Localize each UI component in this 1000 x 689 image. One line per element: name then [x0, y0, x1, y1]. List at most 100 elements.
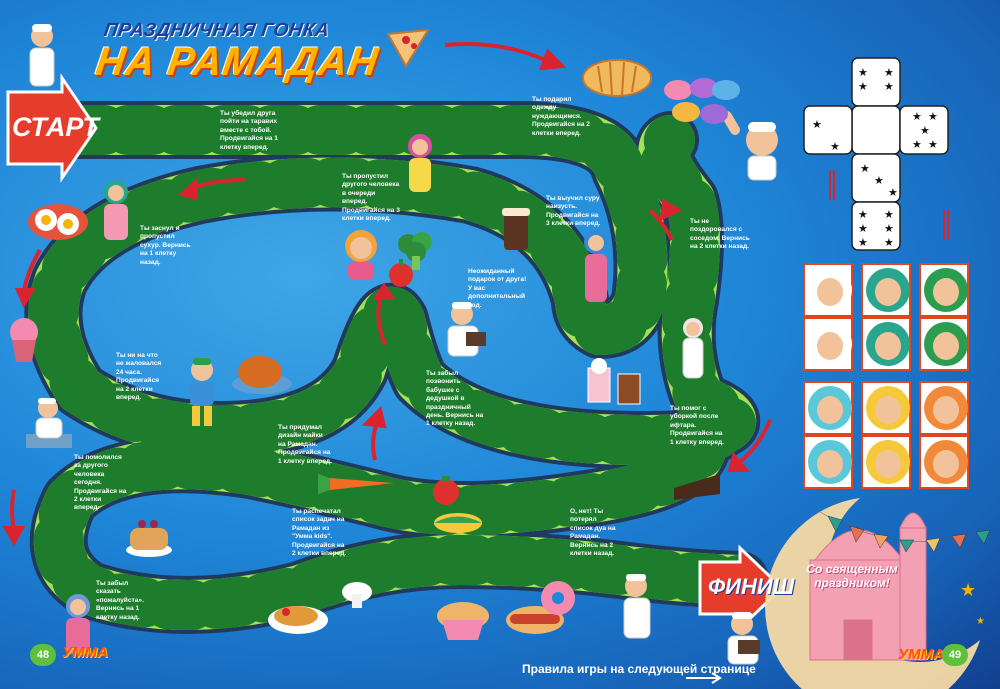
svg-text:★: ★	[960, 580, 976, 601]
cell-instruction: Ты заснул и пропустил сухур. Вернись на …	[140, 225, 191, 266]
card-face-boy-grey-beard	[808, 268, 852, 312]
svg-text:★: ★	[830, 140, 840, 153]
card-face-boy-green-cap	[924, 268, 968, 312]
direction-arrow	[444, 42, 546, 62]
svg-text:★: ★	[884, 222, 894, 235]
card-face-boy-white-cap	[808, 322, 852, 366]
direction-arrow	[376, 299, 387, 346]
page-number-right: 49	[942, 644, 968, 666]
svg-text:★: ★	[884, 80, 894, 93]
boy-character	[182, 356, 222, 433]
cell-instruction: Ты распечатал список задач на Рамадан из…	[292, 508, 347, 558]
cell-instruction: Ты забыл позвонить бабушке с дедушкой в …	[426, 370, 484, 428]
fish-dish-icon	[266, 596, 330, 641]
svg-text:★: ★	[812, 118, 822, 131]
svg-text:★: ★	[912, 138, 922, 151]
dice-net	[803, 57, 949, 251]
dice-stars: ★★ ★★ . ★★ ★★ ★★★ ★★★ ★★ ★★ ★★	[812, 66, 938, 249]
girl-character	[678, 316, 708, 387]
card-face-girl-yellow-hijab	[866, 386, 910, 430]
svg-text:★: ★	[976, 616, 985, 627]
svg-text:★: ★	[920, 124, 930, 137]
pie-icon	[434, 600, 492, 647]
svg-text:★: ★	[884, 236, 894, 249]
corn-icon	[430, 508, 486, 543]
hotdog-icon	[504, 598, 566, 645]
direction-arrow	[648, 208, 674, 241]
card-face-girl-teal-hijab-2	[808, 440, 852, 484]
title-line2: НА РАМАДАН	[92, 40, 382, 84]
cell-instruction: Ты помог с уборкой после ифтара. Продвиг…	[670, 405, 725, 446]
svg-text:★: ★	[928, 110, 938, 123]
cell-instruction: Ты помолился за другого человека сегодня…	[74, 454, 127, 512]
finish-label: ФИНИШ	[708, 574, 795, 599]
girl-character	[58, 592, 98, 661]
card-face-girl-orange-hijab	[924, 386, 968, 430]
svg-text:★: ★	[912, 110, 922, 123]
cell-instruction: Ты пропустил другого человека в очереди …	[342, 173, 400, 223]
title-line1: ПРАЗДНИЧНАЯ ГОНКА	[102, 20, 331, 41]
card-face-girl-teal-hijab	[808, 386, 852, 430]
card-face-girl-green-hijab	[866, 322, 910, 366]
svg-text:★: ★	[858, 236, 868, 249]
svg-text:★: ★	[928, 138, 938, 151]
svg-text:★: ★	[888, 186, 898, 199]
carrot-icon	[318, 468, 398, 503]
page-number-left: 48	[30, 644, 56, 666]
start-arrow	[6, 73, 98, 183]
mushroom-icon	[340, 580, 374, 617]
card-face-boy-green-cap-2	[924, 322, 968, 366]
cell-instruction: Ты придумал дизайн майки на Рамадан. Про…	[278, 424, 333, 465]
svg-text:★: ★	[858, 80, 868, 93]
finish-arrow	[698, 544, 785, 632]
brand-logo-right: УММА	[898, 646, 944, 663]
cell-instruction: Ты выучил суру наизусть. Продвигайся на …	[546, 195, 601, 228]
cupcake-icon	[6, 318, 42, 369]
croissant-icon	[578, 52, 656, 107]
donut-icon	[538, 578, 578, 623]
boy-character	[22, 22, 62, 97]
milkshake-icon	[584, 358, 646, 417]
svg-text:★: ★	[858, 222, 868, 235]
roast-chicken-icon	[230, 346, 294, 401]
cell-instruction: Ты подарил одежду нуждающимся. Продвигай…	[532, 96, 590, 137]
fried-eggs-icon	[26, 198, 90, 249]
hot-drink-icon	[500, 204, 536, 259]
card-face-girl-yellow-hijab-2	[866, 440, 910, 484]
svg-text:★: ★	[874, 174, 884, 187]
svg-text:★: ★	[858, 208, 868, 221]
direction-arrow	[10, 489, 16, 531]
direction-arrow	[22, 248, 42, 291]
cell-instruction: Неожиданный подарок от друга! У вас допо…	[468, 268, 527, 309]
girl-character	[402, 132, 438, 201]
gold-stars: ★ ★	[960, 580, 985, 627]
girl-character	[338, 228, 384, 287]
broccoli-icon	[396, 232, 436, 277]
girl-character	[96, 178, 136, 249]
cell-instruction: Ты ни на что не жаловался 24 часа. Продв…	[116, 352, 162, 402]
bunting	[819, 511, 997, 553]
tomato-icon	[430, 474, 462, 511]
chocolate-cake-icon	[672, 466, 724, 507]
cell-instruction: О, нет! Ты потерял список дуа на Рамадан…	[570, 508, 616, 558]
svg-text:★: ★	[860, 162, 870, 175]
greeting-banner: Со священным праздником!	[806, 562, 898, 590]
card-face-boy-orange-cap	[924, 440, 968, 484]
cell-instruction: Ты убедил друга пойти на таравих вместе …	[220, 110, 278, 151]
start-label: СТАРТ	[12, 112, 99, 142]
svg-text:★: ★	[884, 66, 894, 79]
cell-instruction: Ты забыл сказать «пожалуйста». Вернись н…	[96, 580, 144, 621]
brand-logo-left: УММА	[62, 644, 108, 661]
direction-arrow	[738, 419, 772, 464]
girl-character	[578, 228, 614, 311]
svg-text:★: ★	[858, 66, 868, 79]
praying-boy-character	[24, 394, 74, 455]
cell-instruction: Ты не поздоровался с соседом. Вернись на…	[690, 218, 750, 251]
reading-boy-character	[440, 300, 490, 365]
svg-text:★: ★	[884, 208, 894, 221]
pancakes-icon	[124, 512, 174, 563]
pizza-icon	[386, 28, 430, 73]
running-boy-character	[612, 572, 662, 647]
footer-arrow	[686, 672, 722, 684]
